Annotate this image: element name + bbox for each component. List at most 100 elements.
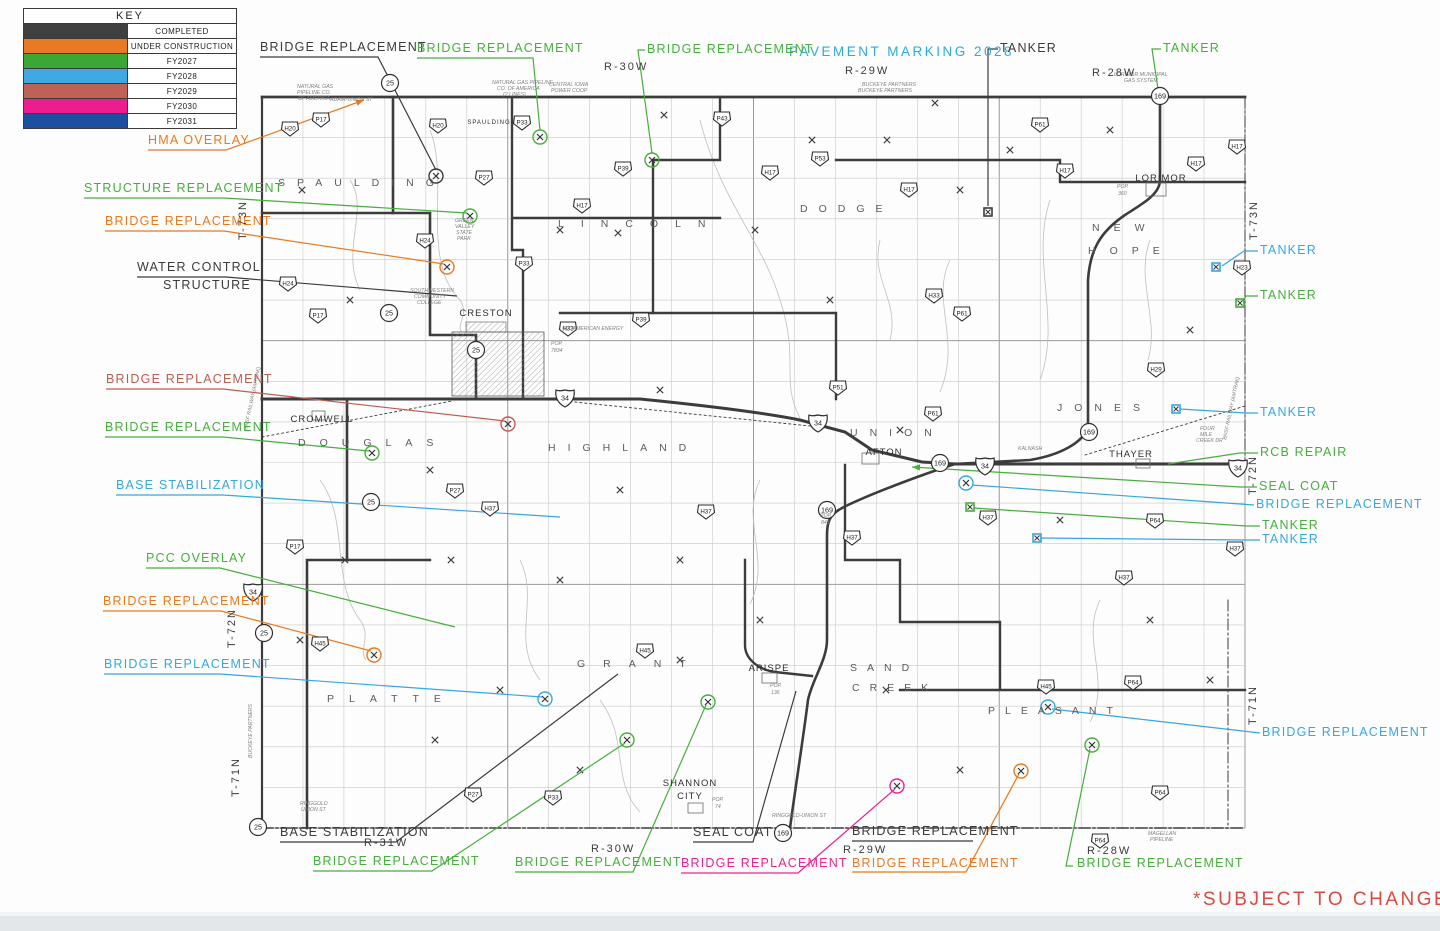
- route-number: H24: [282, 281, 294, 288]
- pentagon-shape: [1090, 833, 1110, 849]
- tanker-project-marker: [1235, 298, 1245, 308]
- leader-line: [681, 788, 896, 874]
- county-route-shield: P17: [311, 112, 331, 128]
- bridge-x-icon: [1017, 767, 1025, 775]
- tanker-x-icon: [1034, 535, 1040, 541]
- pentagon-shape: [1150, 785, 1170, 801]
- utility-label: 7834: [551, 348, 563, 354]
- county-route-shield: P39: [613, 161, 633, 177]
- bridge-x-icon: [432, 172, 440, 180]
- route-number: H17: [1190, 161, 1202, 168]
- leader-line: [1040, 537, 1260, 541]
- route-number: H29: [1150, 367, 1162, 374]
- map-title: PAVEMENT MARKING 2028: [789, 44, 1015, 59]
- highway-shield: 169: [773, 823, 793, 843]
- route-number: P61: [1034, 122, 1046, 129]
- pentagon-shape: [924, 288, 944, 304]
- township-label: CREEK: [852, 682, 938, 694]
- leader-line: [911, 466, 1257, 488]
- township-label: DODGE: [800, 203, 894, 215]
- key-swatch: [23, 113, 128, 129]
- leader-line: [280, 673, 619, 843]
- bridge-replacement-right2: BRIDGE REPLACEMENT: [1262, 725, 1429, 739]
- utility-label: POP.: [712, 797, 724, 803]
- route-number: P51: [832, 385, 844, 392]
- route-number: 25: [472, 346, 480, 355]
- county-route-shield: H20: [280, 121, 300, 137]
- pentagon-shape: [810, 151, 830, 167]
- county-route-shield: H17: [1055, 163, 1075, 179]
- range-r29w-bottom: R-29W: [843, 844, 888, 856]
- leader-line: [1221, 250, 1258, 267]
- utility-label: UNION ST: [301, 807, 327, 813]
- bridge-project-marker: [439, 259, 455, 275]
- leader-line: [1179, 408, 1258, 414]
- township-t73n-right: T-73N: [1248, 200, 1260, 240]
- closure-x-mark: [298, 186, 306, 194]
- utility-label: NATURAL GAS PIPELINE: [492, 80, 553, 86]
- bridge-replacement-bottom3: BRIDGE REPLACEMENT: [681, 856, 848, 870]
- range-r28w-bottom: R-28W: [1087, 845, 1132, 857]
- bridge-x-icon: [648, 156, 656, 164]
- closure-x-mark: [616, 486, 624, 494]
- water-control-1: WATER CONTROL: [137, 260, 261, 274]
- town-label: LORIMOR: [1135, 173, 1186, 184]
- route-number: H33: [928, 293, 940, 300]
- key-swatch: [23, 38, 128, 54]
- leader-line: [260, 56, 437, 171]
- county-route-shield: H17: [572, 198, 592, 214]
- bridge-x-icon: [541, 695, 549, 703]
- pentagon-shape: [428, 118, 448, 134]
- structure-replacement: STRUCTURE REPLACEMENT: [84, 181, 284, 195]
- closure-x-mark: [756, 616, 764, 624]
- pentagon-shape: [1186, 156, 1206, 172]
- tanker-project-marker: [983, 207, 993, 217]
- leader-line: [1051, 708, 1261, 734]
- scan-edge-shade: [0, 912, 1440, 916]
- streams: [319, 119, 1152, 813]
- pentagon-shape: [543, 790, 563, 806]
- county-route-shield: H37: [978, 510, 998, 526]
- county-route-shield: P53: [810, 151, 830, 167]
- utility-label: SOUTHWESTERN: [410, 288, 454, 294]
- route-circle: [773, 823, 793, 843]
- key-row: FY2027: [23, 53, 237, 69]
- route-number: 169: [1154, 92, 1166, 101]
- highway-shield: 169: [930, 453, 950, 473]
- county-route-shield: P17: [285, 539, 305, 555]
- tanker-top-right: TANKER: [1163, 41, 1220, 55]
- town-label: CITY: [677, 791, 703, 802]
- county-route-shield: H17: [1186, 156, 1206, 172]
- range-r31w-bottom: R-31W: [364, 837, 409, 849]
- route-number: 34: [1234, 464, 1242, 473]
- county-route-shield: P33: [512, 115, 532, 131]
- scan-edge-strip: [0, 916, 1440, 931]
- highway-shield: 169: [1079, 422, 1099, 442]
- pentagon-shape: [415, 233, 435, 249]
- route-number: P39: [635, 317, 647, 324]
- route-number: P27: [478, 175, 490, 182]
- route-number: P39: [617, 166, 629, 173]
- town-label: SPAULDING: [467, 120, 510, 126]
- bridge-x-icon: [1088, 741, 1096, 749]
- pentagon-shape: [308, 308, 328, 324]
- county-route-shield: P61: [923, 406, 943, 422]
- leader-line: [1065, 748, 1091, 867]
- tanker-project-marker: [1171, 404, 1181, 414]
- county-route-shield: P61: [952, 306, 972, 322]
- county-route-shield: P64: [1150, 785, 1170, 801]
- closure-x-mark: [1206, 676, 1214, 684]
- tanker-x-icon: [967, 504, 973, 510]
- leader-lines: [84, 48, 1261, 874]
- highway-shield: 25: [466, 340, 486, 360]
- bridge-x-icon: [704, 698, 712, 706]
- closure-x-mark: [826, 296, 834, 304]
- township-label: SAND: [850, 662, 919, 674]
- rcb-repair: RCB REPAIR: [1260, 445, 1348, 459]
- county-route-shield: P51: [828, 380, 848, 396]
- highway-shield: 169: [817, 500, 837, 520]
- tanker-right-1: TANKER: [1260, 243, 1317, 257]
- closure-x-mark: [882, 686, 890, 694]
